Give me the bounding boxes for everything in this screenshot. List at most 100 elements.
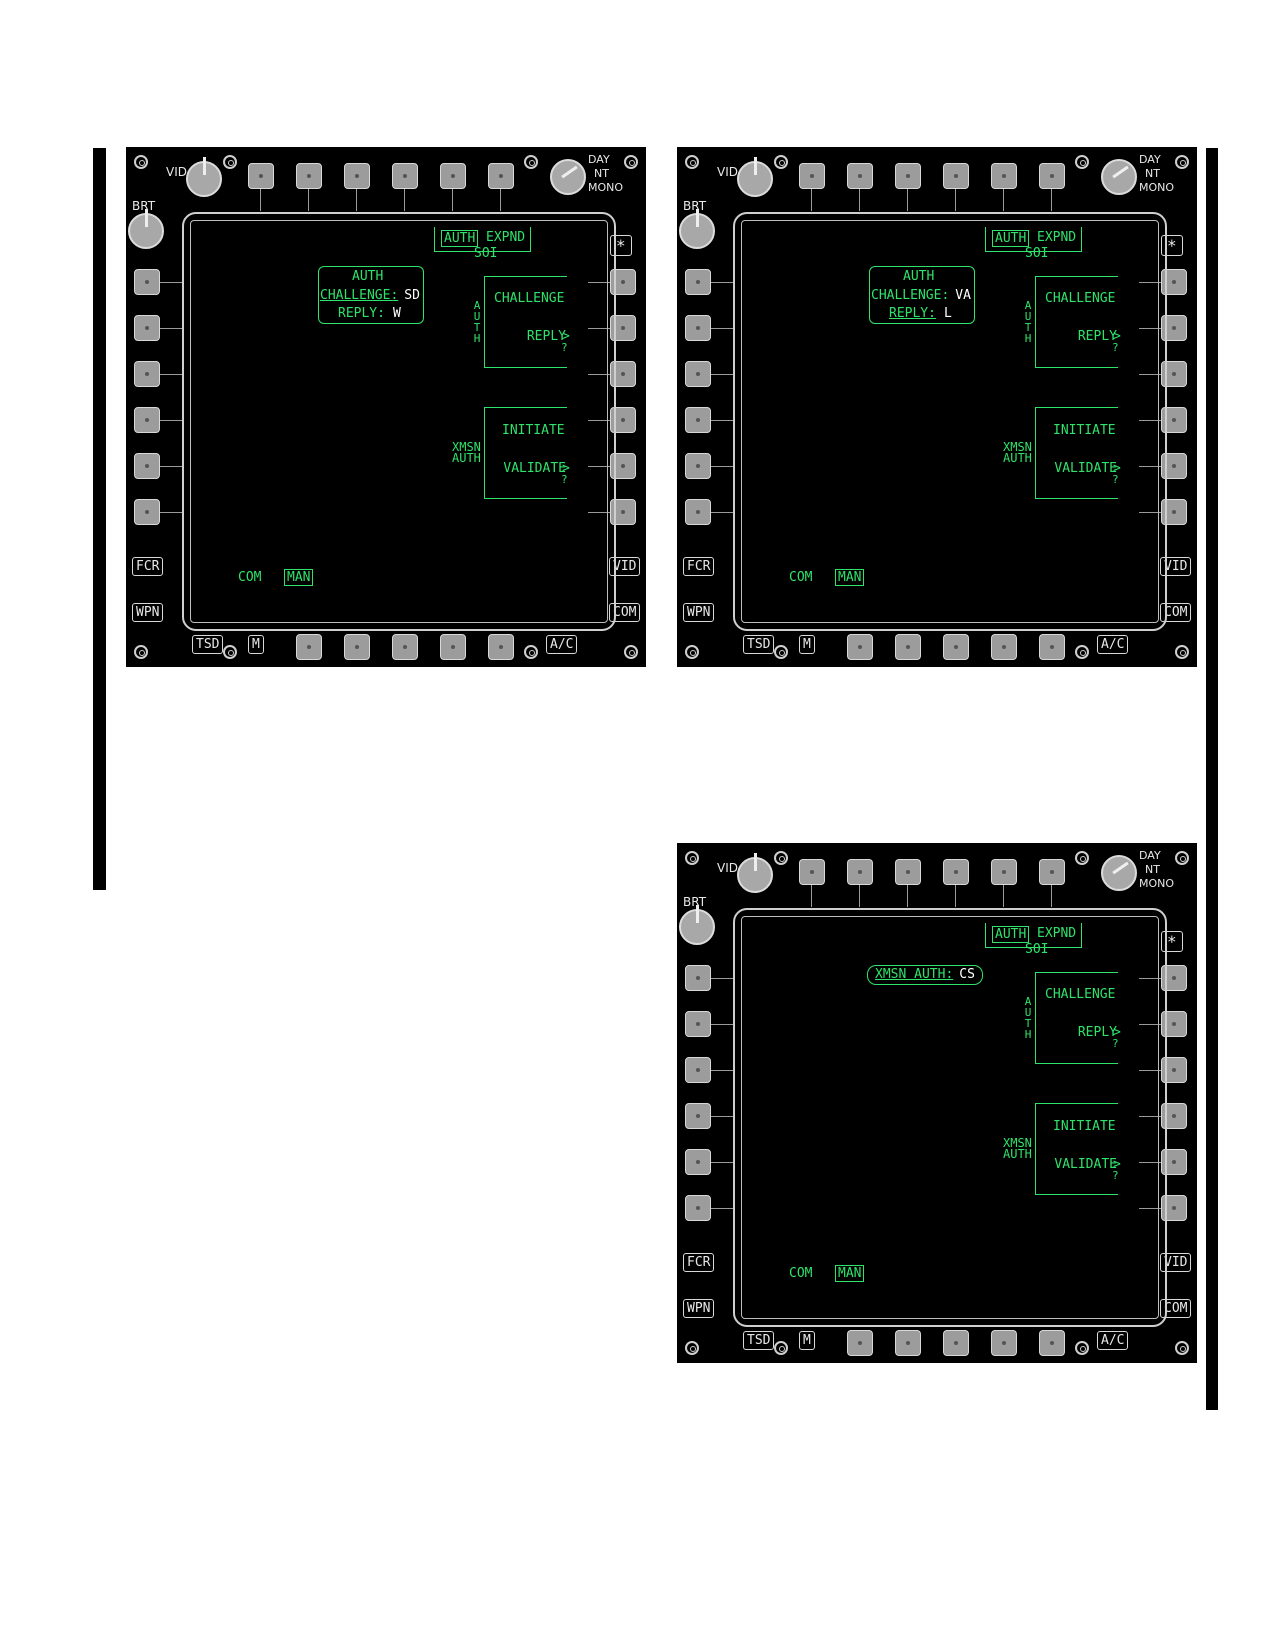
soi-label: SOI — [1025, 942, 1049, 957]
osb-left-3[interactable] — [134, 361, 160, 387]
brt-knob[interactable] — [679, 905, 715, 945]
osb-left-5[interactable] — [134, 453, 160, 479]
osb-leader — [1139, 420, 1161, 421]
xmsn-group-bracket — [484, 407, 567, 499]
osb-top-2[interactable] — [847, 859, 873, 885]
osb-bottom-3[interactable] — [943, 1330, 969, 1356]
osb-bottom-3[interactable] — [943, 634, 969, 660]
osb-left-2[interactable] — [134, 315, 160, 341]
auth-vertical-letter: H — [473, 332, 481, 345]
fcr-button[interactable]: FCR — [683, 1253, 715, 1272]
osb-left-5[interactable] — [685, 1149, 711, 1175]
brt-knob[interactable] — [679, 209, 715, 249]
osb-left-2[interactable] — [685, 315, 711, 341]
osb-top-1[interactable] — [799, 859, 825, 885]
brt-knob[interactable] — [128, 209, 164, 249]
osb-top-1[interactable] — [248, 163, 274, 189]
osb-left-4[interactable] — [685, 407, 711, 433]
ac-button[interactable]: A/C — [1097, 635, 1129, 654]
day-nt-mono-knob[interactable] — [1101, 159, 1137, 195]
osb-bottom-4[interactable] — [440, 634, 466, 660]
wpn-button[interactable]: WPN — [683, 603, 715, 622]
osb-bottom-4[interactable] — [991, 634, 1017, 660]
vid-knob[interactable] — [186, 157, 222, 197]
reply-option[interactable]: REPLY — [1077, 1025, 1117, 1040]
vid-knob[interactable] — [737, 157, 773, 197]
osb-left-1[interactable] — [134, 269, 160, 295]
osb-top-2[interactable] — [847, 163, 873, 189]
osb-top-6[interactable] — [1039, 859, 1065, 885]
osb-bottom-2[interactable] — [895, 1330, 921, 1356]
osb-top-6[interactable] — [488, 163, 514, 189]
soi-label: SOI — [1025, 246, 1049, 261]
osb-top-2[interactable] — [296, 163, 322, 189]
osb-left-1[interactable] — [685, 269, 711, 295]
com-footer-label: COM — [789, 570, 813, 585]
day-nt-mono-knob[interactable] — [550, 159, 586, 195]
osb-top-4[interactable] — [392, 163, 418, 189]
vid-knob[interactable] — [737, 853, 773, 893]
osb-left-6[interactable] — [134, 499, 160, 525]
tsd-button[interactable]: TSD — [743, 1331, 775, 1350]
osb-top-3[interactable] — [344, 163, 370, 189]
m-button[interactable]: M — [799, 635, 815, 654]
screw-icon — [524, 155, 538, 169]
osb-leader — [859, 189, 860, 211]
screw-icon — [685, 1341, 699, 1355]
vid-button[interactable]: VID — [609, 557, 641, 576]
osb-bottom-4[interactable] — [991, 1330, 1017, 1356]
osb-top-5[interactable] — [991, 163, 1017, 189]
osb-bottom-1[interactable] — [296, 634, 322, 660]
m-button[interactable]: M — [799, 1331, 815, 1350]
vid-button[interactable]: VID — [1160, 557, 1192, 576]
ac-button[interactable]: A/C — [546, 635, 578, 654]
osb-left-4[interactable] — [685, 1103, 711, 1129]
reply-option[interactable]: REPLY — [1077, 329, 1117, 344]
screw-icon — [685, 645, 699, 659]
com-button[interactable]: COM — [1160, 603, 1192, 622]
osb-bottom-5[interactable] — [1039, 634, 1065, 660]
com-button[interactable]: COM — [609, 603, 641, 622]
osb-top-5[interactable] — [991, 859, 1017, 885]
auth-popup-frame — [869, 266, 975, 324]
osb-bottom-1[interactable] — [847, 634, 873, 660]
osb-top-3[interactable] — [895, 859, 921, 885]
fcr-button[interactable]: FCR — [132, 557, 164, 576]
osb-left-1[interactable] — [685, 965, 711, 991]
m-button[interactable]: M — [248, 635, 264, 654]
osb-left-2[interactable] — [685, 1011, 711, 1037]
tsd-button[interactable]: TSD — [743, 635, 775, 654]
osb-top-6[interactable] — [1039, 163, 1065, 189]
wpn-button[interactable]: WPN — [132, 603, 164, 622]
osb-left-6[interactable] — [685, 1195, 711, 1221]
wpn-button[interactable]: WPN — [683, 1299, 715, 1318]
osb-left-3[interactable] — [685, 361, 711, 387]
osb-bottom-2[interactable] — [344, 634, 370, 660]
auth-group-bracket — [484, 276, 567, 368]
osb-left-3[interactable] — [685, 1057, 711, 1083]
vid-button[interactable]: VID — [1160, 1253, 1192, 1272]
osb-top-4[interactable] — [943, 859, 969, 885]
day-nt-mono-knob[interactable] — [1101, 855, 1137, 891]
tsd-button[interactable]: TSD — [192, 635, 224, 654]
osb-top-5[interactable] — [440, 163, 466, 189]
osb-leader — [160, 512, 182, 513]
osb-top-1[interactable] — [799, 163, 825, 189]
fcr-button[interactable]: FCR — [683, 557, 715, 576]
osb-bottom-3[interactable] — [392, 634, 418, 660]
osb-top-3[interactable] — [895, 163, 921, 189]
reply-option[interactable]: REPLY — [526, 329, 566, 344]
screw-icon — [1175, 645, 1189, 659]
osb-bottom-1[interactable] — [847, 1330, 873, 1356]
nt-label: NT — [594, 167, 609, 180]
osb-left-5[interactable] — [685, 453, 711, 479]
osb-left-4[interactable] — [134, 407, 160, 433]
com-button[interactable]: COM — [1160, 1299, 1192, 1318]
auth-vertical-letter: A — [473, 299, 481, 312]
osb-top-4[interactable] — [943, 163, 969, 189]
osb-bottom-2[interactable] — [895, 634, 921, 660]
ac-button[interactable]: A/C — [1097, 1331, 1129, 1350]
osb-bottom-5[interactable] — [488, 634, 514, 660]
osb-left-6[interactable] — [685, 499, 711, 525]
osb-bottom-5[interactable] — [1039, 1330, 1065, 1356]
